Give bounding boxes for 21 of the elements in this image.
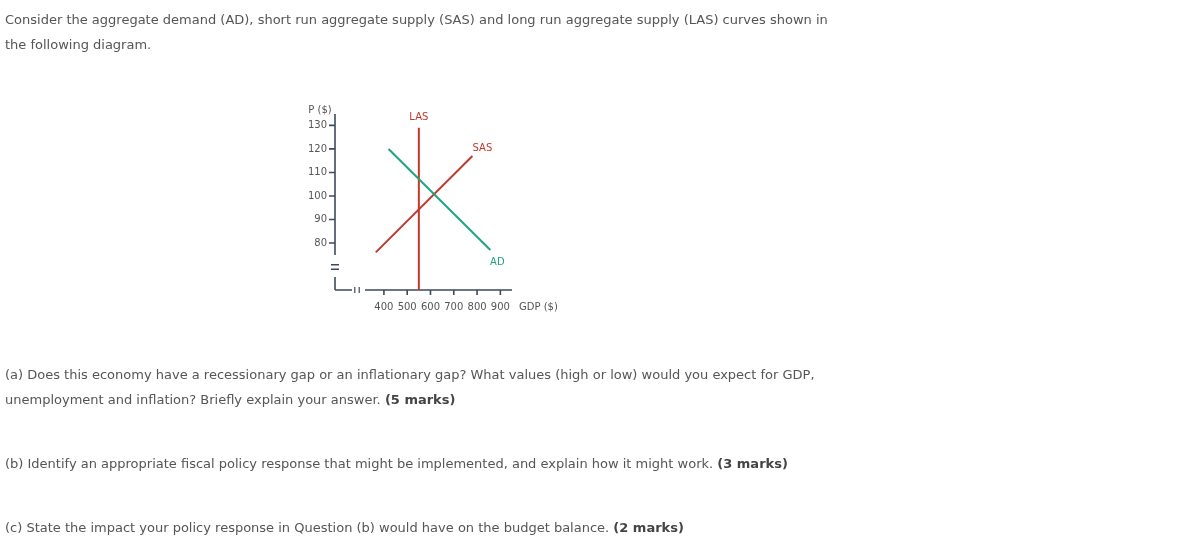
series-label: LAS xyxy=(409,110,429,123)
series-label: SAS xyxy=(472,141,493,154)
question-text: Consider the aggregate demand (AD), short run aggregate supply (SAS) and long run aggregate supply (LAS) curves shown in the following diagram. xyxy=(5,11,829,54)
y-tick-label: 110 xyxy=(307,166,327,179)
question-text: (c) State the impact your policy response in Question (b) would have on the budget balance. (2 marks) xyxy=(5,519,685,537)
y-tick-label: 80 xyxy=(314,236,327,249)
x-tick-label: 900 xyxy=(490,301,510,313)
x-tick-label: 700 xyxy=(444,301,464,313)
x-tick-label: 600 xyxy=(420,301,441,313)
x-tick-label: 400 xyxy=(374,301,394,313)
question-text: (a) Does this economy have a recessionary gap or an inflationary gap? What values (high or low) would you expect for GDP, unemployment and inflation? Briefly explain your answer. (5 marks) xyxy=(5,366,816,409)
y-tick-label: 130 xyxy=(307,119,327,132)
x-tick-label: 800 xyxy=(467,301,487,313)
x-tick-label: 500 xyxy=(397,301,417,313)
y-axis-title: P ($) xyxy=(308,104,332,116)
y-tick-label: 120 xyxy=(307,142,327,155)
y-tick-label: 90 xyxy=(314,213,327,226)
question-text: (b) Identify an appropriate fiscal policy response that might be implemented, and explain how it might work. (3 marks) xyxy=(5,455,789,473)
x-axis-title: GDP ($) xyxy=(519,301,558,313)
series-label: AD xyxy=(490,256,505,268)
y-tick-label: 100 xyxy=(307,189,327,202)
